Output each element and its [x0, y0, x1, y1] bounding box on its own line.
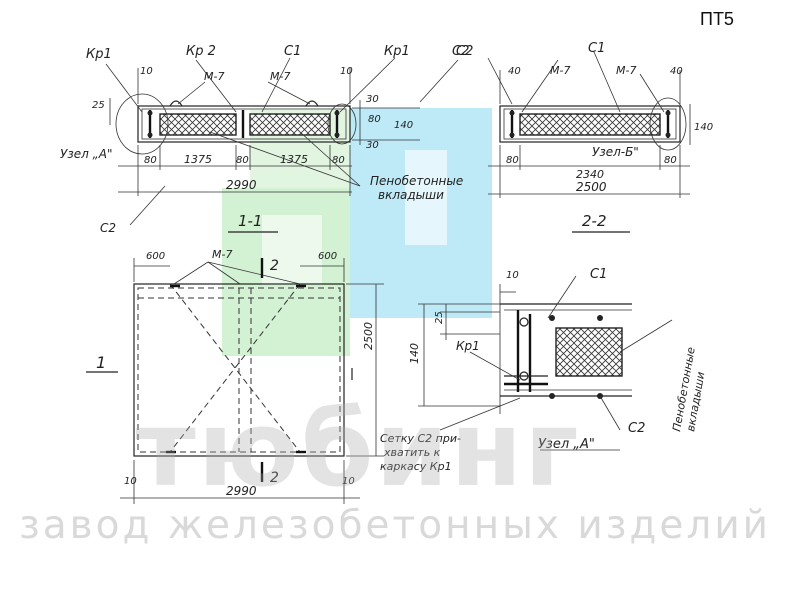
- foam-insert: [249, 113, 331, 136]
- note-mesh-line1: Сетку С2 при-: [380, 432, 461, 445]
- plan-outline: [133, 283, 345, 457]
- dim-30-bot: 30: [366, 140, 379, 151]
- label-kp1-left: Кр1: [86, 47, 112, 62]
- label-m7-a: М-7: [550, 64, 570, 77]
- cut-mark-bottom: 2: [270, 470, 279, 486]
- document-code: ПТ5: [700, 9, 734, 29]
- label-node-a: Узел „А": [60, 147, 113, 161]
- dim-2990: 2990: [226, 484, 257, 498]
- cut-mark-top: 2: [270, 258, 279, 274]
- plan-title-1: 1: [96, 353, 106, 372]
- label-m7-b: М-7: [616, 64, 636, 77]
- section-1-1: Кр1 Кр 2 С1 Кр1 С2 М-7 М-7 Узел „А" С2 1…: [60, 44, 469, 235]
- slab-outline: [137, 105, 351, 143]
- dim-80-left: 80: [506, 155, 519, 166]
- note-foam-line1: Пенобетонные: [370, 174, 463, 188]
- dim-30-top: 30: [366, 94, 379, 105]
- dim-80-a: 80: [144, 155, 157, 166]
- dim-10-left: 10: [140, 66, 153, 77]
- dim-600-right: 600: [318, 251, 337, 262]
- label-c2-top: С2: [452, 44, 469, 59]
- dim-2500: 2500: [576, 180, 607, 194]
- dim-40-left: 40: [508, 66, 521, 77]
- label-c2-bottom: С2: [100, 221, 116, 235]
- dim-80-right: 80: [368, 114, 381, 125]
- label-m7-b: М-7: [270, 70, 290, 83]
- dim-25: 25: [92, 100, 105, 111]
- label-c2: С2: [628, 421, 645, 436]
- plan-1: 600 600 М-7 2 2 2500 1 10 10 2990: [86, 248, 384, 504]
- note-foam-line2: вкладыши: [378, 188, 444, 202]
- section-2-2: С2 С1 М-7 М-7 40 40 140 Узел-Б" 80 2340 …: [456, 41, 713, 233]
- section-title-1-1: 1-1: [238, 212, 263, 230]
- slab-outline: [499, 105, 681, 143]
- node-a-title: Узел „А": [538, 437, 595, 452]
- note-mesh-line3: каркасу Кр1: [380, 460, 452, 473]
- dim-600-left: 600: [146, 251, 165, 262]
- dim-1375-b: 1375: [280, 153, 308, 166]
- dim-10-right: 10: [342, 476, 355, 487]
- dim-1375-a: 1375: [184, 153, 212, 166]
- label-m7: М-7: [212, 248, 232, 261]
- note-mesh-line2: хватить к: [383, 446, 441, 459]
- watermark-slogan: завод железобетонных изделий: [18, 503, 772, 548]
- dim-140: 140: [394, 120, 413, 131]
- dim-140: 140: [694, 122, 713, 133]
- label-kp1-right: Кр1: [384, 44, 410, 59]
- label-c2: С2: [456, 44, 473, 59]
- dim-2340: 2340: [576, 168, 604, 181]
- label-c1: С1: [588, 41, 605, 56]
- dim-10-right: 10: [340, 66, 353, 77]
- label-m7-a: М-7: [204, 70, 224, 83]
- dim-2500: 2500: [362, 322, 375, 350]
- dim-80-c: 80: [332, 155, 345, 166]
- dim-10: 10: [506, 270, 519, 281]
- label-c1: С1: [590, 267, 607, 282]
- dim-140: 140: [408, 343, 421, 364]
- label-kp1: Кр1: [456, 339, 480, 353]
- dim-2990: 2990: [226, 178, 257, 192]
- foam-insert: [519, 113, 661, 136]
- foam-insert: [159, 113, 237, 136]
- section-title-2-2: 2-2: [582, 212, 607, 230]
- label-c1: С1: [284, 44, 301, 59]
- dim-10-left: 10: [124, 476, 137, 487]
- foam-insert: [555, 327, 623, 377]
- watermark-brand: тюбинг: [135, 388, 581, 510]
- dim-40-right: 40: [670, 66, 683, 77]
- label-node-b: Узел-Б": [592, 145, 639, 159]
- dim-80-b: 80: [236, 155, 249, 166]
- dim-80-right: 80: [664, 155, 677, 166]
- label-kp2: Кр 2: [186, 44, 216, 59]
- dim-25: 25: [434, 311, 445, 324]
